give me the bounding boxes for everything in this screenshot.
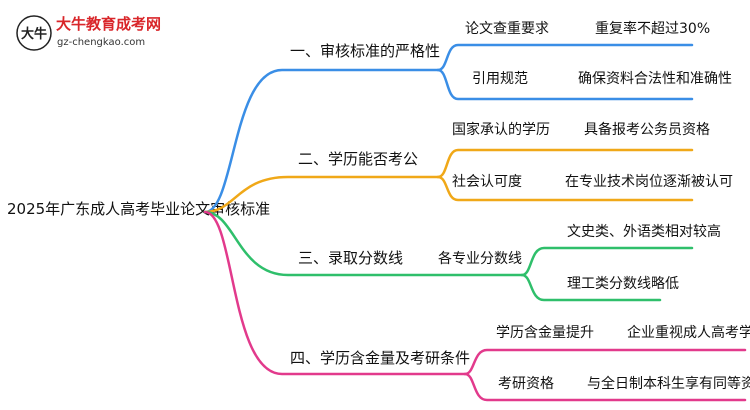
- branch-1-child-1-label: 论文查重要求: [465, 21, 549, 37]
- branch-1-sub-connector-2: [436, 68, 694, 101]
- branch-4-child-2-label: 考研资格: [498, 376, 554, 392]
- branch-3-child-1-leaf-1: 文史类、外语类相对较高: [567, 223, 721, 240]
- branch-4-sub-connector-1: [463, 348, 747, 376]
- branch-4-child-1-leaf-1: 企业重视成人高考学历: [627, 324, 750, 341]
- branch-2-sub-connector-2: [436, 175, 694, 202]
- branch-4-sub-connector-2: [463, 372, 747, 402]
- branch-1-child-1-leaf-1: 重复率不超过30%: [595, 20, 710, 37]
- branch-1-label: 一、审核标准的严格性: [290, 42, 440, 60]
- branch-1-connector: [203, 68, 440, 214]
- branch-3-child-1-label: 各专业分数线: [438, 251, 522, 267]
- logo-badge-icon: [16, 15, 52, 51]
- branch-1-sub-connector-1: [436, 43, 694, 72]
- branch-2-child-2-label: 社会认可度: [452, 174, 522, 190]
- branch-4-connector: [203, 210, 467, 376]
- branch-2-label: 二、学历能否考公: [298, 150, 418, 168]
- branch-4-child-2-leaf-1: 与全日制本科生享有同等资格: [587, 375, 750, 392]
- branch-3-label: 三、录取分数线: [298, 249, 403, 267]
- branch-3-connector: [203, 210, 524, 277]
- logo-url: gz-chengkao.com: [57, 37, 145, 48]
- logo-site-name: 大牛教育成考网: [56, 15, 161, 33]
- branch-4-child-1-label: 学历含金量提升: [496, 325, 594, 341]
- branch-3-sub-connector-2: [520, 273, 662, 302]
- branch-3-child-1-leaf-2: 理工类分数线略低: [567, 276, 679, 292]
- branch-2-child-1-leaf-1: 具备报考公务员资格: [584, 121, 710, 138]
- branch-1-child-2-leaf-1: 确保资料合法性和准确性: [578, 71, 732, 87]
- branch-2-sub-connector-1: [436, 148, 694, 179]
- branch-2-child-1-label: 国家承认的学历: [452, 121, 550, 138]
- root-topic: 2025年广东成人高考毕业论文审核标准: [7, 200, 270, 218]
- branch-1-child-2-label: 引用规范: [472, 70, 528, 87]
- logo: 大牛 大牛教育成考网 gz-chengkao.com: [16, 15, 161, 51]
- branch-2-child-2-leaf-1: 在专业技术岗位逐渐被认可: [565, 174, 733, 190]
- connectors: [203, 43, 747, 402]
- branch-3-sub-connector-1: [520, 246, 694, 277]
- branch-4-label: 四、学历含金量及考研条件: [290, 349, 470, 367]
- branch-2-connector: [203, 175, 440, 214]
- logo-mark: 大牛: [21, 26, 47, 42]
